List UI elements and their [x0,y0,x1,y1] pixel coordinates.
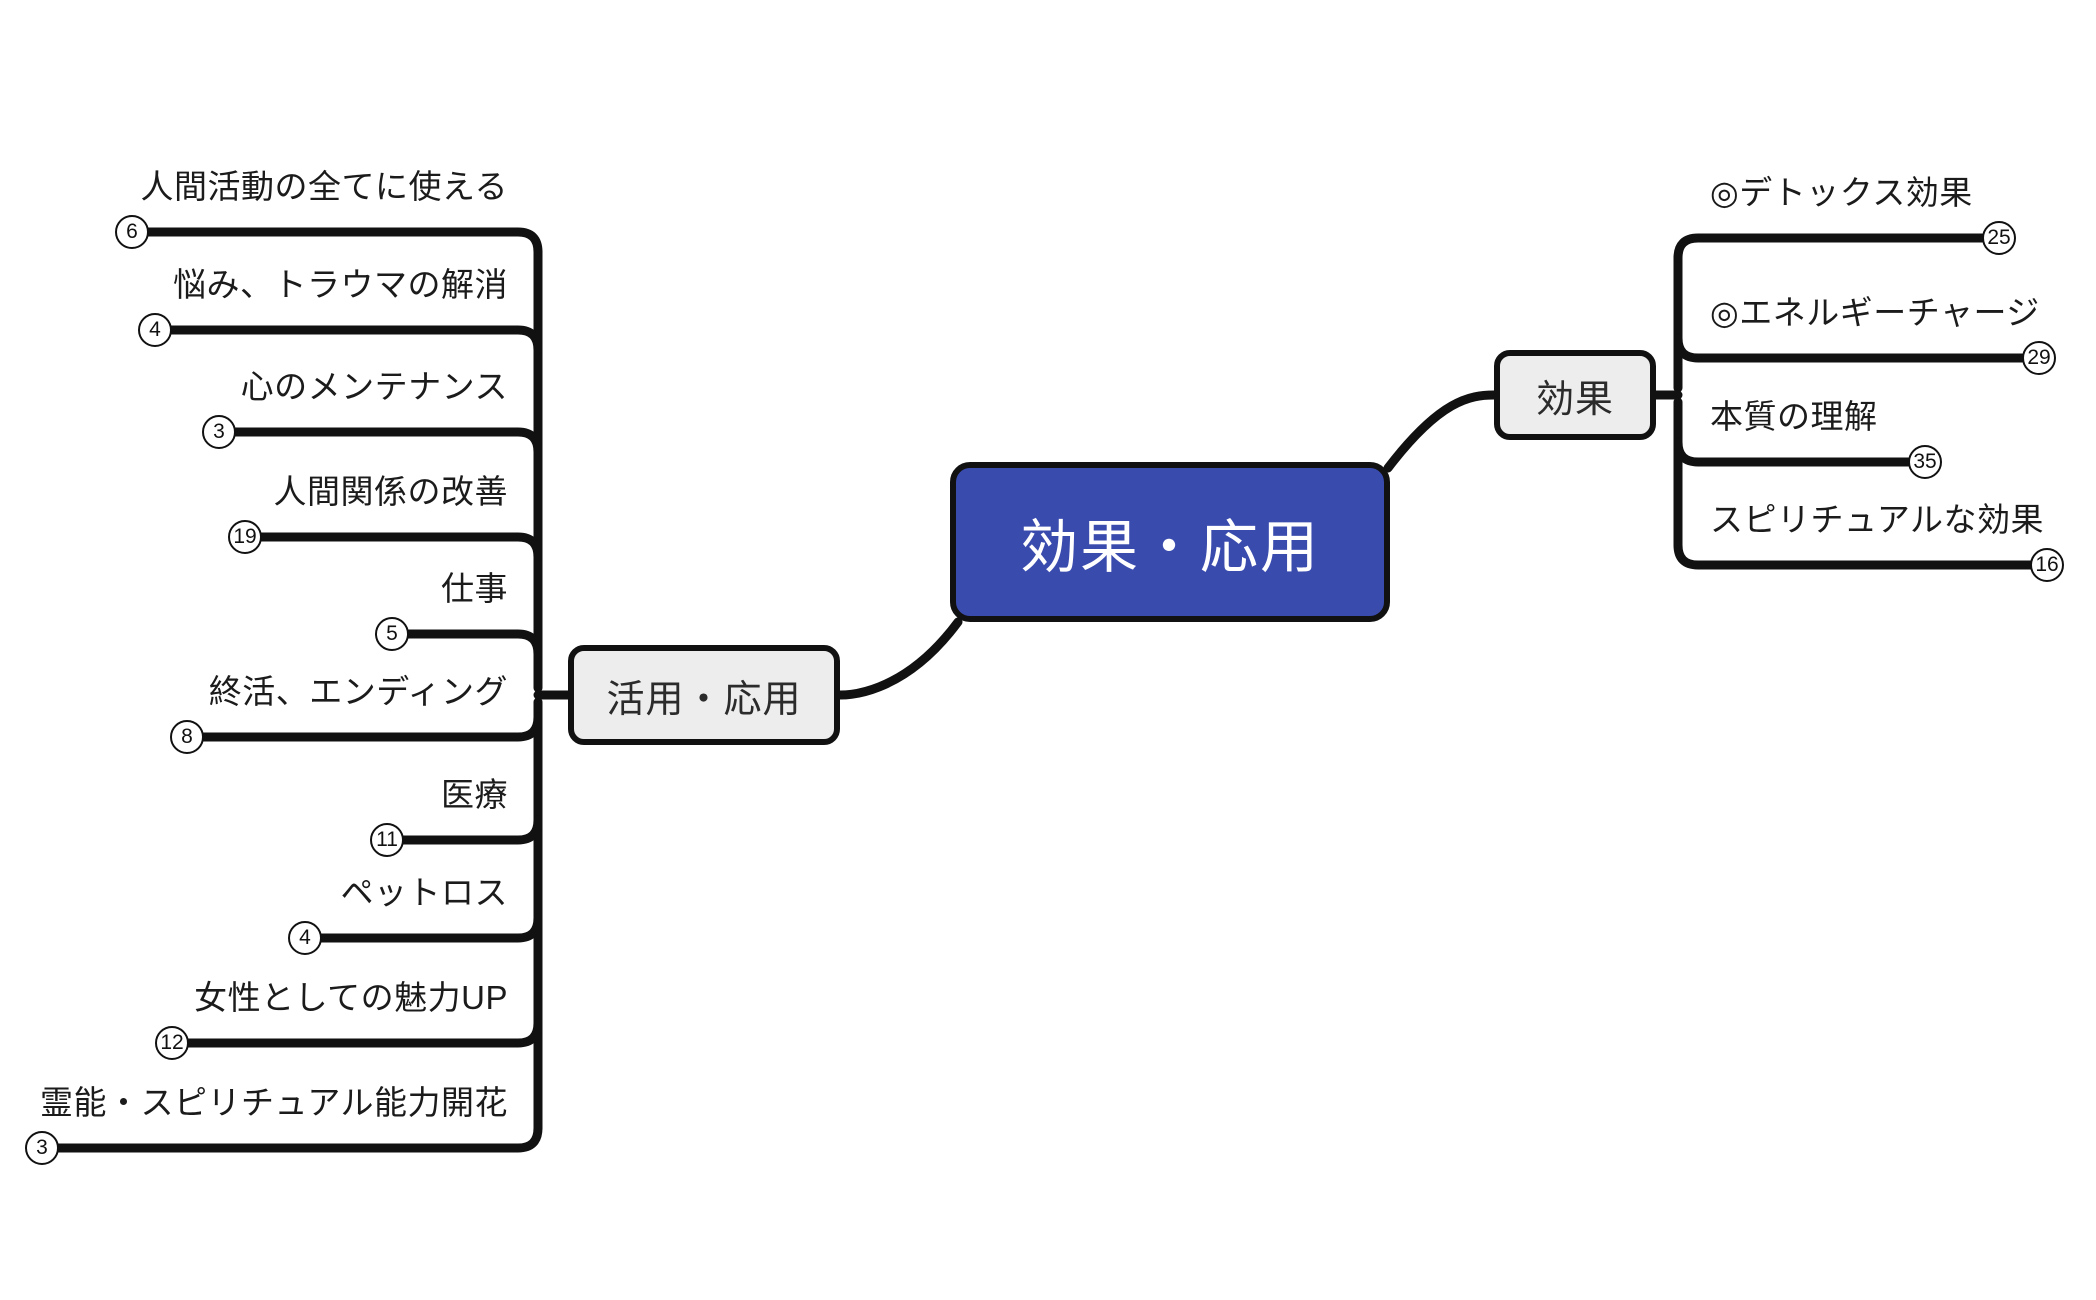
leaf-count-badge: 19 [228,520,262,554]
leaf-label: 医療 [441,776,508,813]
leaf-count-badge: 35 [1908,445,1942,479]
leaf-label: スピリチュアルな効果 [1710,501,2045,538]
leaf-label: 人間活動の全てに使える [140,168,508,205]
leaf-count-badge: 29 [2022,341,2056,375]
leaf-count-badge: 3 [202,415,236,449]
leaf-label: 終活、エンディング [208,673,508,710]
leaf-count-badge: 25 [1982,221,2016,255]
root-node-label: 効果・応用 [1019,515,1320,580]
leaf-count-badge: 6 [115,215,149,249]
leaf-label: ◎デトックス効果 [1710,174,1973,211]
leaf-count-badge: 8 [170,720,204,754]
leaf-count-badge: 11 [370,823,404,857]
leaf-count-badge: 4 [288,921,322,955]
leaf-count-badge: 4 [138,313,172,347]
leaf-count-badge: 5 [375,617,409,651]
leaf-label: 霊能・スピリチュアル能力開花 [39,1084,508,1121]
leaf-label: 本質の理解 [1710,398,1878,435]
leaf-count-badge: 12 [155,1026,189,1060]
branch-node-label: 効果 [1535,378,1614,421]
leaf-count-badge: 3 [25,1131,59,1165]
leaf-label: ペットロス [340,874,508,911]
leaf-label: 人間関係の改善 [273,473,508,510]
leaf-label: 仕事 [441,570,508,607]
leaf-label: 心のメンテナンス [240,368,508,405]
leaf-count-badge: 16 [2030,548,2064,582]
branch-node-effects[interactable]: 効果 [1494,350,1656,440]
root-node[interactable]: 効果・応用 [950,462,1390,622]
branch-node-activation[interactable]: 活用・応用 [568,645,840,745]
leaf-label: 女性としての魅力UP [194,979,508,1016]
leaf-label: ◎エネルギーチャージ [1710,294,2040,331]
branch-node-label: 活用・応用 [606,678,802,721]
leaf-label: 悩み、トラウマの解消 [173,266,508,303]
